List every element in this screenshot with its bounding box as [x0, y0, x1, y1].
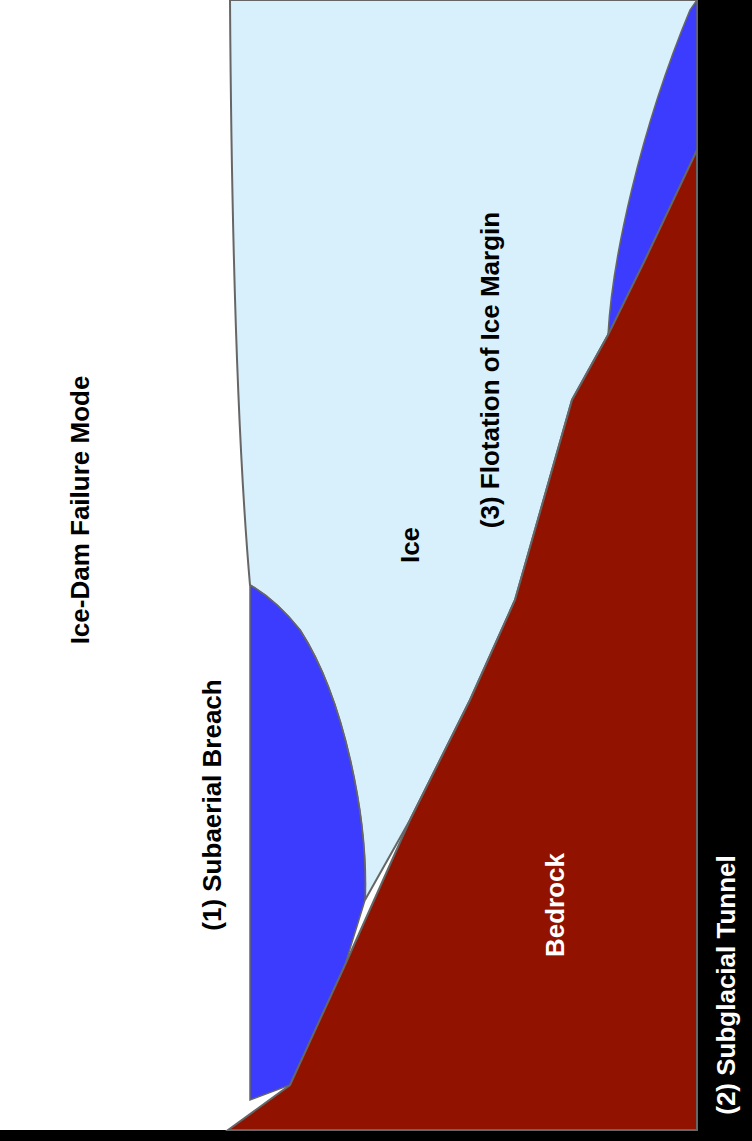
failure-mode-label: (1) Subaerial Breach: [198, 679, 227, 930]
region-label: Bedrock: [541, 853, 570, 957]
failure-mode-label: (2) Subglacial Tunnel: [712, 855, 741, 1115]
white-panel: [0, 0, 697, 1130]
bedrock: [228, 150, 697, 1130]
diagram-title: Ice-Dam Failure Mode: [66, 376, 95, 645]
region-label: Ice: [396, 527, 425, 563]
failure-mode-label: (3) Flotation of Ice Margin: [476, 212, 505, 528]
